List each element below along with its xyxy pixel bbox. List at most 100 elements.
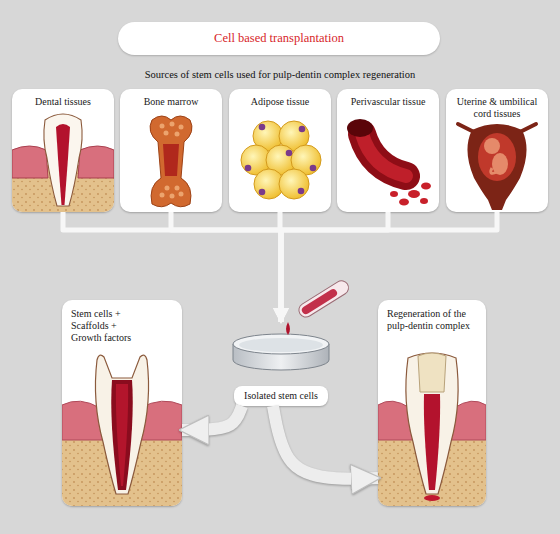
process-arrow: [182, 406, 242, 430]
fetus-head: [484, 138, 500, 154]
merge-connector: [281, 212, 497, 322]
tooth: [95, 355, 148, 494]
source-box: Bone marrow: [120, 89, 222, 212]
node-text: Uterine & umbilical cord tissues: [451, 96, 543, 120]
tooth: [44, 114, 82, 206]
blood-cell: [420, 198, 428, 204]
source-box: Perivascular tissue: [337, 89, 439, 212]
fat-cell: [279, 121, 309, 151]
adipose-icon: [241, 121, 321, 199]
vessel-wall: [362, 134, 406, 176]
tube-glass: [296, 278, 351, 320]
title-banner: Cell based transplantation: [118, 22, 440, 55]
treated-tooth: [62, 355, 182, 506]
merge-connector: [281, 212, 388, 322]
fat-cell: [279, 169, 309, 199]
gum: [62, 401, 104, 440]
bone-marrow-icon: [150, 116, 192, 207]
fat-cell: [254, 169, 284, 199]
spongy-bone: [175, 132, 180, 137]
root-canal: [111, 380, 133, 490]
cell-nucleus: [245, 165, 252, 172]
node-text: Isolated stem cells: [234, 386, 328, 406]
spongy-bone: [165, 186, 170, 191]
uterus-icon: [458, 124, 536, 210]
cell-drop: [286, 322, 290, 335]
source-box: Adipose tissue: [229, 89, 331, 212]
cell-nucleus: [259, 189, 266, 196]
node-text: Perivascular tissue: [342, 96, 434, 108]
dish-floor: [239, 338, 323, 352]
treatment-panel: Stem cells + Scaffolds + Growth factors: [62, 300, 182, 506]
node-text: Adipose tissue: [234, 96, 326, 108]
blood-cell: [408, 190, 420, 198]
merge-connector: [171, 212, 281, 322]
spongy-bone: [160, 193, 165, 198]
tube-liquid: [300, 288, 338, 316]
gum: [138, 401, 182, 440]
isolation-step: Isolated stem cells: [226, 322, 336, 406]
blood-cell: [421, 183, 431, 190]
stem-cell-fill: [116, 384, 128, 486]
node-text: Regeneration of the pulp-dentin complex: [387, 308, 479, 332]
fat-cell: [291, 145, 321, 175]
regenerated-tooth: [378, 353, 486, 506]
fallopian-tube: [458, 124, 474, 132]
blood-cell: [399, 199, 409, 206]
gum: [12, 146, 48, 178]
fat-cell: [241, 145, 271, 175]
gum: [451, 401, 486, 440]
gum: [78, 146, 114, 178]
long-bone: [150, 116, 192, 207]
source-box: Uterine & umbilical cord tissues: [446, 89, 548, 212]
petri-dish: [233, 334, 329, 370]
umbilical-cord: [491, 168, 497, 173]
tooth: [406, 353, 458, 494]
dish-side: [233, 344, 329, 370]
uterus: [467, 124, 526, 210]
amniotic-sac: [478, 133, 516, 181]
cell-nucleus: [259, 124, 266, 131]
dental-tissue-icon: [12, 114, 114, 212]
fat-cell: [253, 121, 283, 151]
node-text: Bone marrow: [125, 96, 217, 108]
spongy-bone: [170, 122, 175, 127]
spongy-bone: [179, 125, 184, 130]
regenerated-pulp: [424, 394, 440, 490]
vessel-opening: [347, 119, 373, 137]
fetus-body: [492, 153, 508, 175]
spongy-bone: [160, 124, 165, 129]
alveolar-bone: [378, 420, 486, 506]
coronal-seal: [418, 353, 446, 392]
blood-cell: [390, 191, 398, 197]
process-arrow: [273, 406, 378, 479]
cell-nucleus: [298, 188, 305, 195]
cell-nucleus: [286, 150, 293, 157]
merge-connector: [280, 212, 281, 322]
result-panel: Regeneration of the pulp-dentin complex: [378, 300, 486, 506]
test-tube: [296, 278, 351, 320]
spongy-bone: [175, 186, 180, 191]
node-text: Dental tissues: [17, 96, 109, 108]
apical-bleeding: [424, 495, 440, 501]
spongy-bone: [164, 131, 169, 136]
dental-pulp: [56, 124, 70, 205]
spongy-bone: [179, 192, 184, 197]
section-heading: Sources of stem cells used for pulp-dent…: [0, 69, 560, 80]
dish-rim: [233, 334, 329, 354]
gum: [378, 401, 413, 440]
alveolar-bone: [62, 420, 182, 506]
fat-cell: [266, 145, 296, 175]
cell-nucleus: [310, 165, 317, 172]
blood-vessel-icon: [347, 119, 431, 206]
vessel-lumen: [362, 134, 406, 176]
fallopian-tube: [520, 124, 536, 132]
source-box: Dental tissues: [12, 89, 114, 212]
node-text: Stem cells + Scaffolds + Growth factors: [71, 308, 143, 344]
spongy-bone: [170, 194, 175, 199]
cell-nucleus: [299, 126, 306, 133]
marrow-cavity: [163, 144, 179, 176]
alveolar-bone: [12, 165, 114, 212]
